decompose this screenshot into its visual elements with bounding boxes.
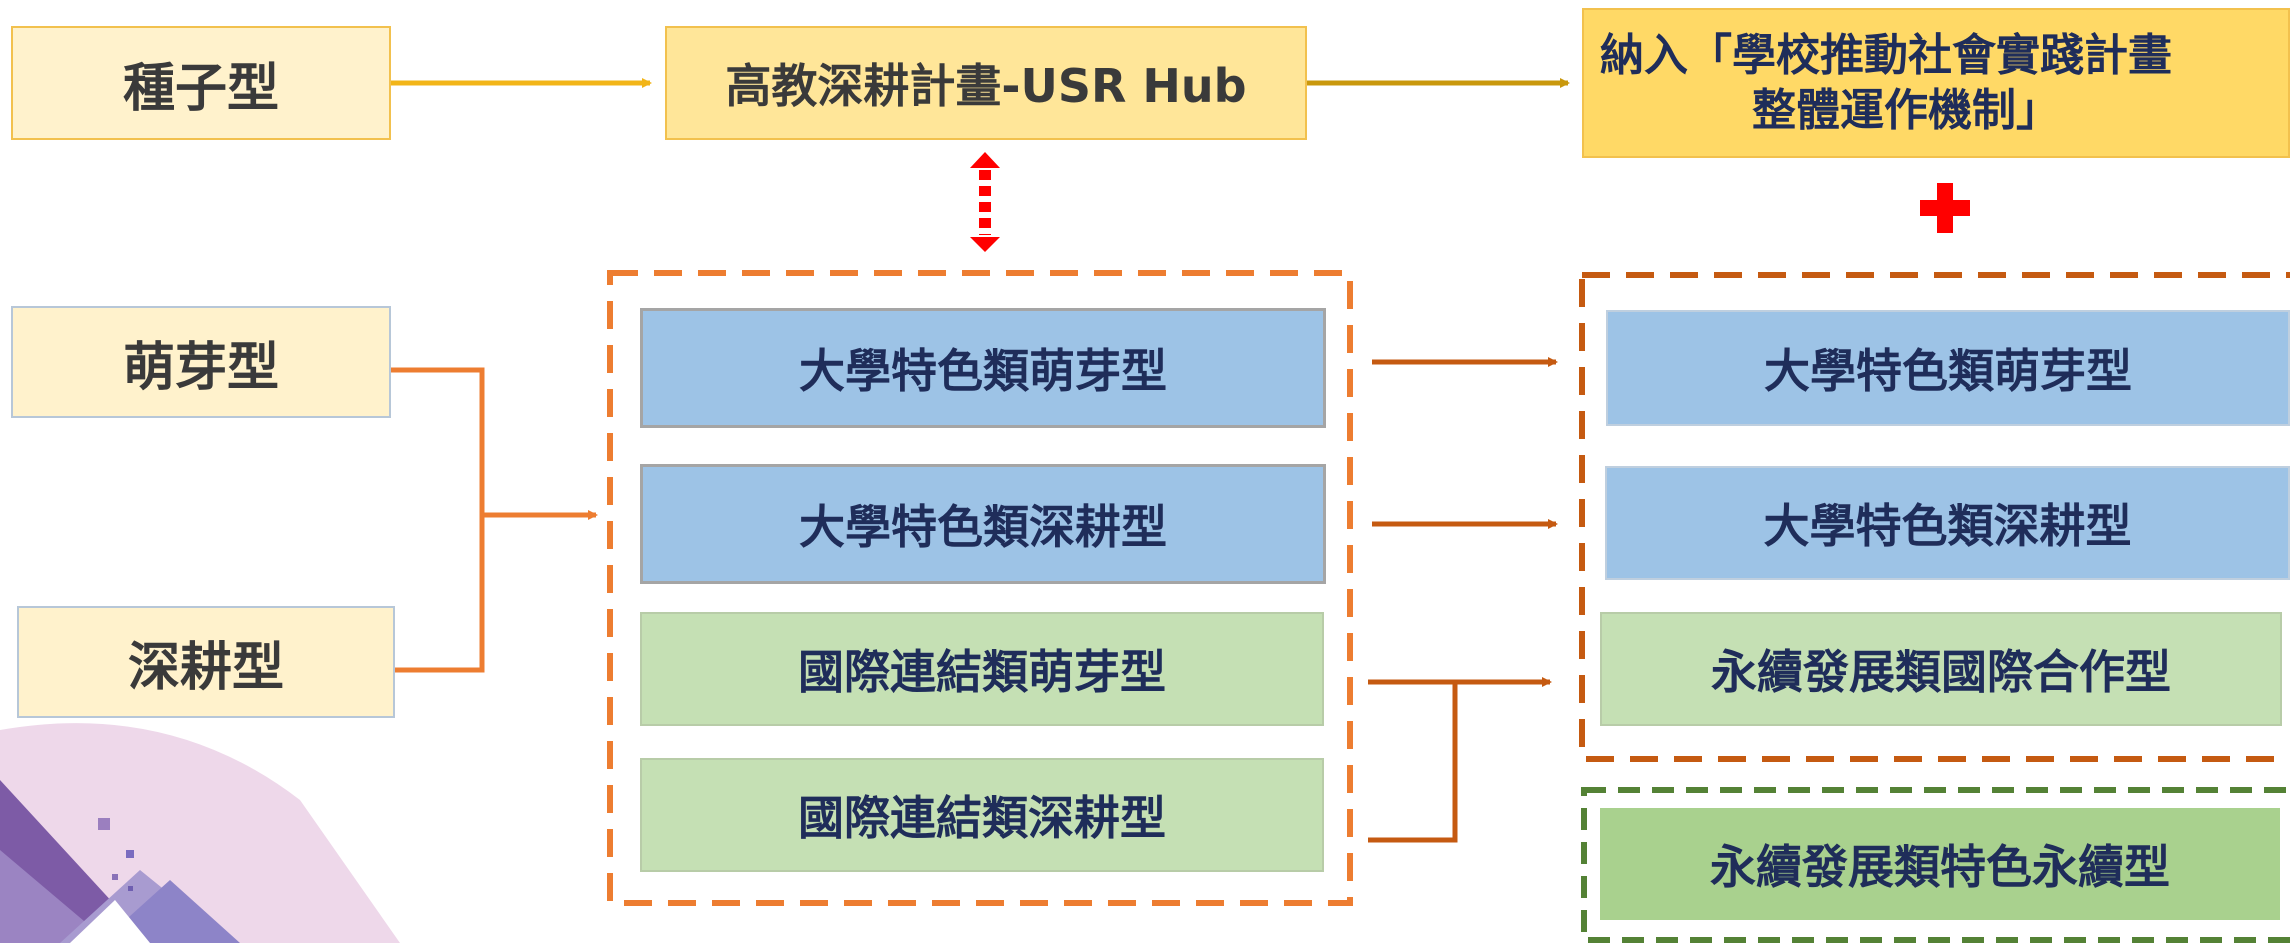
mechanism-line2: 整體運作機制」 [1752, 85, 2060, 136]
connector-intl-merge [1368, 679, 1458, 843]
usr-hub-box: 高教深耕計畫-USR Hub [665, 26, 1307, 140]
mechanism-line1: 納入「學校推動社會實踐計畫 [1600, 30, 2172, 81]
right-item-label: 永續發展類特色永續型 [1710, 840, 2170, 894]
deep-type-label: 深耕型 [127, 637, 284, 698]
seed-type-box: 種子型 [11, 26, 391, 140]
center-item-label: 大學特色類萌芽型 [799, 344, 1167, 398]
center-item-univ-deep: 大學特色類深耕型 [640, 464, 1326, 584]
plus-icon [1920, 183, 1970, 233]
center-item-label: 國際連結類深耕型 [798, 791, 1166, 845]
right-item-label: 永續發展類國際合作型 [1711, 645, 2171, 699]
mechanism-box: 納入「學校推動社會實踐計畫 整體運作機制」 [1582, 8, 2290, 158]
center-item-label: 國際連結類萌芽型 [798, 645, 1166, 699]
right-item-sustain-intl: 永續發展類國際合作型 [1600, 612, 2282, 726]
connector-sprout-deep-merge [391, 367, 485, 673]
right-item-univ-deep: 大學特色類深耕型 [1605, 466, 2290, 580]
seed-type-label: 種子型 [122, 58, 279, 119]
right-item-sustain-feature: 永續發展類特色永續型 [1600, 808, 2280, 920]
red-double-arrow-icon [970, 152, 1000, 252]
sprout-type-label: 萌芽型 [122, 337, 279, 398]
deep-type-box: 深耕型 [17, 606, 395, 718]
center-item-label: 大學特色類深耕型 [799, 500, 1167, 554]
right-green-dashed-outline [1581, 787, 2290, 943]
right-item-label: 大學特色類萌芽型 [1764, 344, 2132, 398]
center-item-intl-sprout: 國際連結類萌芽型 [640, 612, 1324, 726]
right-item-label: 大學特色類深耕型 [1763, 499, 2132, 553]
center-item-univ-sprout: 大學特色類萌芽型 [640, 308, 1326, 428]
center-item-intl-deep: 國際連結類深耕型 [640, 758, 1324, 872]
right-item-univ-sprout: 大學特色類萌芽型 [1606, 310, 2290, 426]
center-dashed-outline [607, 270, 1353, 906]
sprout-type-box: 萌芽型 [11, 306, 391, 418]
usr-hub-label: 高教深耕計畫-USR Hub [725, 59, 1247, 113]
right-orange-dashed-outline [1579, 272, 2290, 762]
